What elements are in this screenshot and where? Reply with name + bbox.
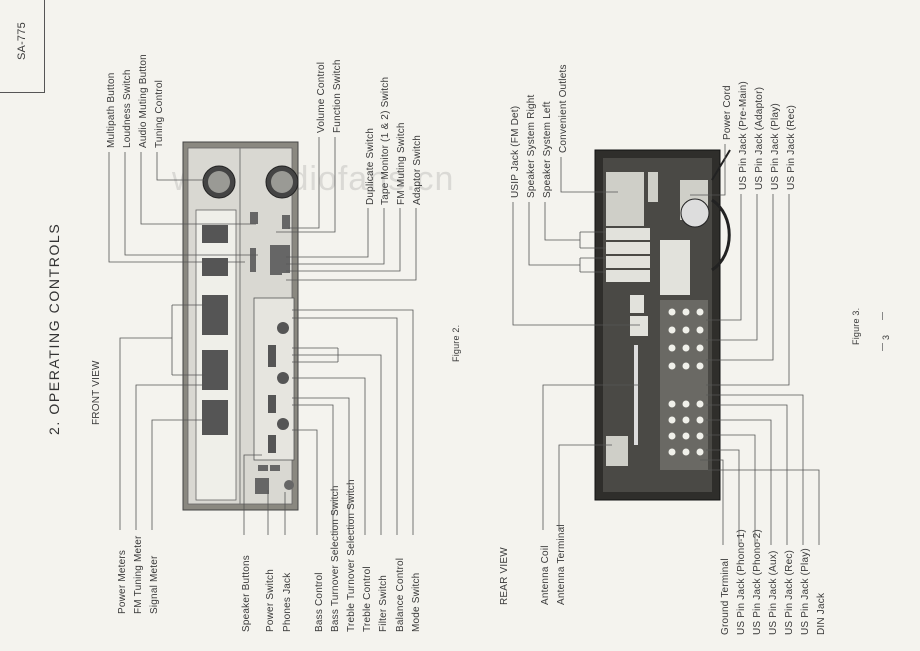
front-panel-drawing <box>182 141 299 511</box>
page-dash-bottom <box>882 343 883 351</box>
rear-leader-lines <box>512 144 820 545</box>
model-box <box>0 0 45 93</box>
page-dash-top <box>882 312 883 320</box>
rear-panel-drawing <box>594 149 731 501</box>
front-leader-lines <box>108 137 417 535</box>
